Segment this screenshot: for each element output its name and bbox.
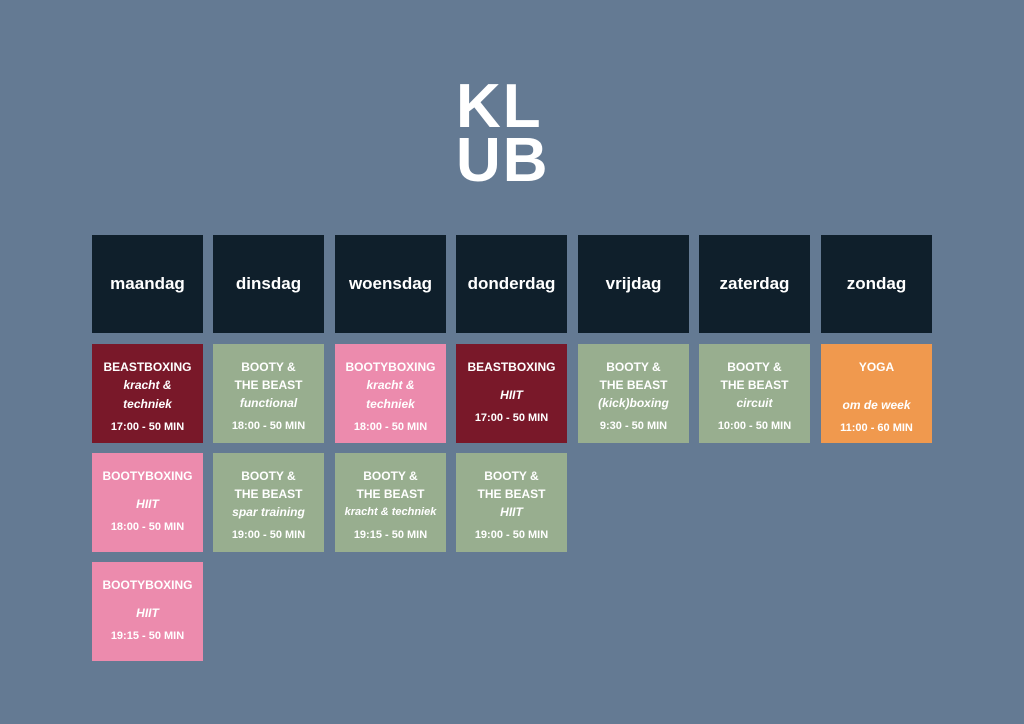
class-time: 19:00 - 50 MIN <box>231 529 306 541</box>
class-name: BOOTY & THE BEAST <box>477 469 546 501</box>
class-subtitle: HIIT <box>500 388 523 402</box>
day-header-dinsdag: dinsdag <box>213 235 324 333</box>
day-header-zondag: zondag <box>821 235 932 333</box>
class-card-tue-1[interactable]: BOOTY & THE BEAST functional 18:00 - 50 … <box>213 344 324 443</box>
class-name: BOOTY & THE BEAST <box>234 469 303 501</box>
day-header-vrijdag: vrijdag <box>578 235 689 333</box>
class-card-mon-1[interactable]: BEASTBOXING kracht & techniek 17:00 - 50… <box>92 344 203 443</box>
class-time: 11:00 - 60 MIN <box>840 422 913 434</box>
day-header-maandag: maandag <box>92 235 203 333</box>
day-header-donderdag: donderdag <box>456 235 567 333</box>
class-name: BOOTYBOXING <box>102 469 193 483</box>
class-subtitle: kracht & techniek <box>366 378 415 411</box>
class-subtitle: (kick)boxing <box>598 396 669 410</box>
class-subtitle: spar training <box>232 505 305 519</box>
class-name: BOOTY & THE BEAST <box>356 469 425 501</box>
class-subtitle: circuit <box>736 396 773 410</box>
class-subtitle: functional <box>239 396 298 410</box>
class-subtitle: kracht & techniek <box>344 506 437 518</box>
class-card-sat-1[interactable]: BOOTY & THE BEAST circuit 10:00 - 50 MIN <box>699 344 810 443</box>
class-name: BEASTBOXING <box>103 360 192 374</box>
class-time: 19:00 - 50 MIN <box>474 529 549 541</box>
logo-line-2: UB <box>456 126 550 195</box>
class-time: 19:15 - 50 MIN <box>353 529 428 541</box>
class-card-thu-1[interactable]: BEASTBOXING HIIT 17:00 - 50 MIN <box>456 344 567 443</box>
class-time: 17:00 - 50 MIN <box>110 421 185 433</box>
class-card-thu-2[interactable]: BOOTY & THE BEAST HIIT 19:00 - 50 MIN <box>456 453 567 552</box>
class-card-wed-1[interactable]: BOOTYBOXING kracht & techniek 18:00 - 50… <box>335 344 446 443</box>
class-card-mon-2[interactable]: BOOTYBOXING HIIT 18:00 - 50 MIN <box>92 453 203 552</box>
day-header-woensdag: woensdag <box>335 235 446 333</box>
day-header-zaterdag: zaterdag <box>699 235 810 333</box>
class-card-sun-1[interactable]: YOGA om de week 11:00 - 60 MIN <box>821 344 932 443</box>
class-subtitle: HIIT <box>136 606 159 620</box>
class-time: 17:00 - 50 MIN <box>474 412 549 424</box>
class-name: YOGA <box>858 360 895 374</box>
class-subtitle: HIIT <box>136 497 159 511</box>
logo-line-1: KL <box>456 72 543 141</box>
class-time: 9:30 - 50 MIN <box>599 420 668 432</box>
class-card-tue-2[interactable]: BOOTY & THE BEAST spar training 19:00 - … <box>213 453 324 552</box>
class-subtitle: kracht & techniek <box>123 378 172 411</box>
class-card-fri-1[interactable]: BOOTY & THE BEAST (kick)boxing 9:30 - 50… <box>578 344 689 443</box>
class-time: 18:00 - 50 MIN <box>110 521 185 533</box>
class-time: 19:15 - 50 MIN <box>110 630 185 642</box>
class-time: 18:00 - 50 MIN <box>353 421 428 433</box>
klub-logo: KL UB <box>456 72 550 195</box>
class-card-mon-3[interactable]: BOOTYBOXING HIIT 19:15 - 50 MIN <box>92 562 203 661</box>
class-time: 10:00 - 50 MIN <box>717 420 792 432</box>
class-subtitle: HIIT <box>500 505 523 519</box>
class-subtitle: om de week <box>842 398 911 412</box>
class-name: BOOTY & THE BEAST <box>720 360 789 392</box>
class-name: BOOTY & THE BEAST <box>599 360 668 392</box>
class-name: BOOTYBOXING <box>102 578 193 592</box>
class-time: 18:00 - 50 MIN <box>231 420 306 432</box>
class-card-wed-2[interactable]: BOOTY & THE BEAST kracht & techniek 19:1… <box>335 453 446 552</box>
class-name: BEASTBOXING <box>467 360 556 374</box>
class-name: BOOTYBOXING <box>345 360 436 374</box>
class-name: BOOTY & THE BEAST <box>234 360 303 392</box>
